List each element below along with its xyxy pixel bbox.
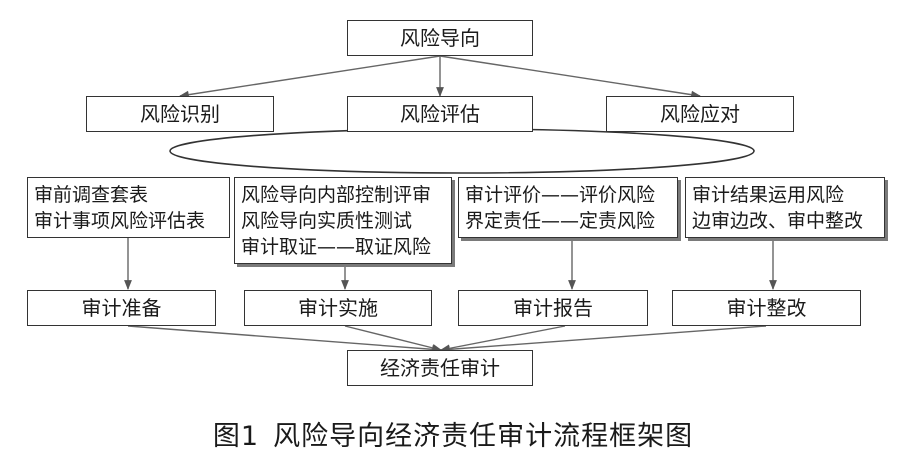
- risk-oriented-box: 风险导向: [347, 20, 533, 56]
- detail-line: 边审边改、审中整改: [692, 209, 864, 232]
- audit-implementation-label: 审计实施: [298, 296, 378, 320]
- risk-oriented-label: 风险导向: [400, 26, 480, 50]
- risk-assessment-label: 风险评估: [400, 102, 480, 126]
- arrow-impl-to-bottom: [344, 325, 442, 352]
- risk-assessment-box: 风险评估: [347, 96, 533, 132]
- audit-implementation-box: 审计实施: [244, 290, 432, 326]
- audit-report-label: 审计报告: [513, 296, 593, 320]
- figure-number: 图1: [212, 421, 260, 452]
- arrow-rectify-to-bottom: [440, 325, 767, 354]
- arrow-prep-to-bottom: [127, 325, 442, 354]
- risk-identification-label: 风险识别: [140, 102, 220, 126]
- detail-line: 审计事项风险评估表: [34, 209, 206, 232]
- audit-report-box: 审计报告: [458, 290, 648, 326]
- detail-line: 风险导向实质性测试: [241, 209, 413, 232]
- detail-line: 审前调查套表: [34, 183, 149, 206]
- audit-preparation-box: 审计准备: [27, 290, 216, 326]
- figure-title: 风险导向经济责任审计流程框架图: [273, 421, 694, 452]
- detail-line: 界定责任——定责风险: [465, 209, 656, 232]
- risk-identification-box: 风险识别: [86, 96, 274, 132]
- economic-responsibility-audit-box: 经济责任审计: [347, 350, 533, 386]
- detail-line: 风险导向内部控制评审: [241, 183, 432, 206]
- arrow-top-to-identify: [179, 55, 441, 99]
- economic-responsibility-audit-label: 经济责任审计: [380, 356, 500, 380]
- detail-line: 审计结果运用风险: [692, 183, 845, 206]
- detail-box-implementation: 风险导向内部控制评审 风险导向实质性测试 审计取证——取证风险: [234, 177, 452, 264]
- detail-box-preparation: 审前调查套表 审计事项风险评估表: [27, 177, 230, 238]
- arrow-top-to-respond: [439, 55, 701, 99]
- audit-rectification-box: 审计整改: [672, 290, 861, 326]
- risk-response-label: 风险应对: [660, 102, 740, 126]
- audit-preparation-label: 审计准备: [81, 296, 162, 320]
- detail-box-report: 审计评价——评价风险 界定责任——定责风险: [458, 177, 678, 238]
- risk-response-box: 风险应对: [606, 96, 794, 132]
- detail-line: 审计取证——取证风险: [241, 235, 432, 258]
- risk-process-ellipse: [169, 128, 755, 174]
- audit-rectification-label: 审计整改: [726, 296, 807, 320]
- detail-box-rectification: 审计结果运用风险 边审边改、审中整改: [685, 177, 885, 238]
- arrow-report-to-bottom: [440, 325, 566, 353]
- figure-caption: 图1 风险导向经济责任审计流程框架图: [0, 414, 906, 453]
- detail-line: 审计评价——评价风险: [465, 183, 656, 206]
